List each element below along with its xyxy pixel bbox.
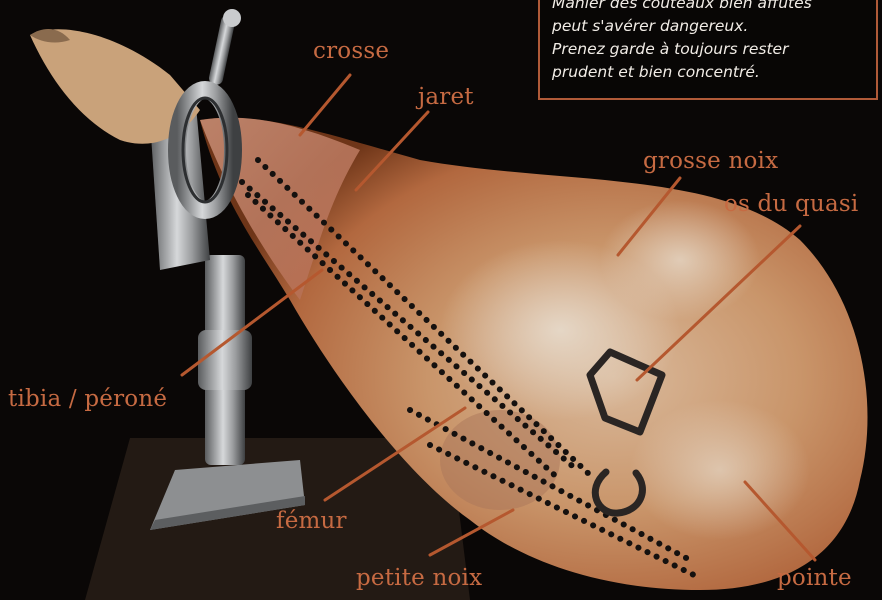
label-crosse: crosse: [313, 40, 389, 63]
label-jaret: jaret: [418, 86, 474, 109]
label-pointe: pointe: [777, 567, 852, 590]
label-femur: fémur: [276, 510, 347, 533]
label-petite-noix: petite noix: [356, 567, 482, 590]
label-tibia-perone: tibia / péroné: [8, 388, 167, 411]
warning-line-4: prudent et bien concentré.: [552, 61, 866, 84]
label-grosse-noix: grosse noix: [643, 150, 778, 173]
warning-line-1: Manier des couteaux bien affûtés: [552, 0, 866, 15]
warning-line-3: Prenez garde à toujours rester: [552, 38, 866, 61]
warning-box: Manier des couteaux bien affûtés peut s'…: [538, 0, 878, 100]
warning-line-2: peut s'avérer dangereux.: [552, 15, 866, 38]
label-os-du-quasi: os du quasi: [724, 193, 858, 216]
